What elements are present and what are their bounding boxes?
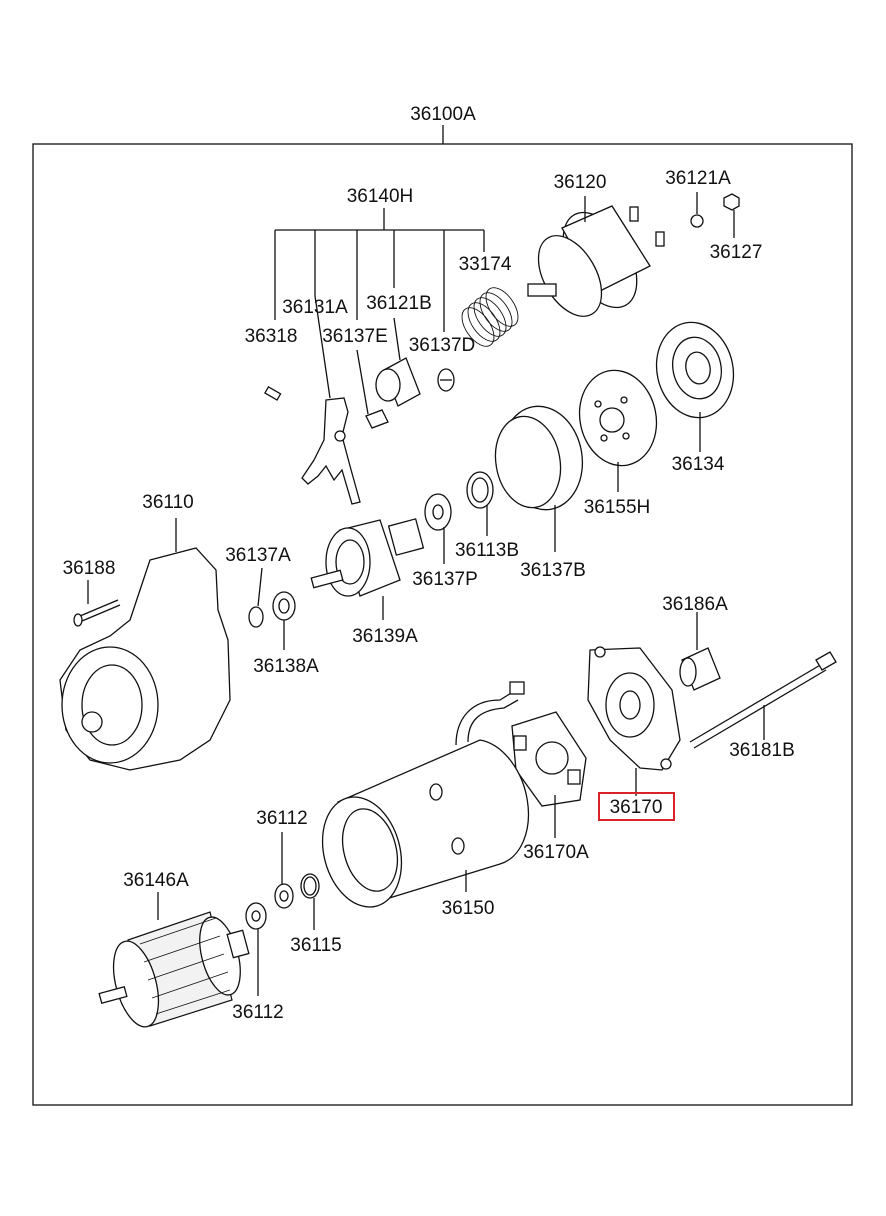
label-36137a: 36137A [225,545,291,566]
washer-36138a-drawing [272,591,296,650]
label-36112-bot: 36112 [232,1002,283,1023]
ring-36115-drawing [300,873,320,930]
bolt-36188-drawing [73,580,121,627]
label-36127: 36127 [710,242,763,263]
label-36113b: 36113B [455,540,519,561]
label-36131a: 36131A [282,297,348,318]
label-36146a: 36146A [123,870,189,891]
label-36170a: 36170A [523,842,589,863]
clutch-36139a-drawing [310,518,425,620]
ring-36137a-drawing [248,567,264,628]
pin-36318-drawing [264,386,282,401]
label-36186a: 36186A [662,594,728,615]
armature-36146a-drawing [98,892,250,1028]
nut-36121a-drawing [690,214,704,228]
label-36155h: 36155H [584,497,651,518]
label-36134: 36134 [672,454,725,475]
nut-36127-drawing [723,193,740,211]
washer-36113b-drawing [466,471,494,536]
label-36137d: 36137D [409,335,476,356]
label-36137p: 36137P [412,569,478,590]
label-36121b: 36121B [366,293,432,314]
label-36318: 36318 [245,326,298,347]
label-36181b: 36181B [729,740,795,761]
brush-holder-36170a-drawing [511,711,587,838]
plate-36155h-drawing [578,369,658,492]
spring-drawing [461,287,519,347]
housing-36110-drawing [59,518,231,771]
label-33174: 33174 [459,254,512,275]
label-36137e: 36137E [322,326,388,347]
label-36140h: 36140H [347,186,414,207]
label-36188: 36188 [63,558,116,579]
pin-36137e-drawing [365,409,389,429]
solenoid-drawing [527,196,665,317]
pin-36137d-drawing [437,368,455,392]
end-frame-36170-drawing [587,646,681,796]
bushing-36186a-drawing [679,612,721,691]
washer-36137p-drawing [424,493,452,564]
yoke-36150-drawing [321,681,530,908]
label-36170[interactable]: 36170 [610,797,663,818]
label-36121a: 36121A [665,168,731,189]
label-36150: 36150 [442,898,495,919]
label-36138a: 36138A [253,656,319,677]
label-36110: 36110 [142,492,193,513]
ring-36137b-drawing [494,405,584,552]
washer-36112-bot-drawing [245,902,267,996]
bushing-36121b-drawing [375,317,421,407]
lever-36131a-drawing [301,295,361,505]
label-36139a: 36139A [352,626,418,647]
washer-36112-top-drawing [274,832,294,909]
label-36115: 36115 [290,935,341,956]
assembly-label: 36100A [410,104,476,125]
label-36112-top: 36112 [256,808,307,829]
cover-36134-drawing [655,321,735,452]
bracket-36140h [274,208,485,332]
label-36120: 36120 [554,172,607,193]
label-36137b: 36137B [520,560,586,581]
highlighted-part-box[interactable]: 36170 [598,792,675,821]
bolt-36181b-drawing [689,651,837,749]
